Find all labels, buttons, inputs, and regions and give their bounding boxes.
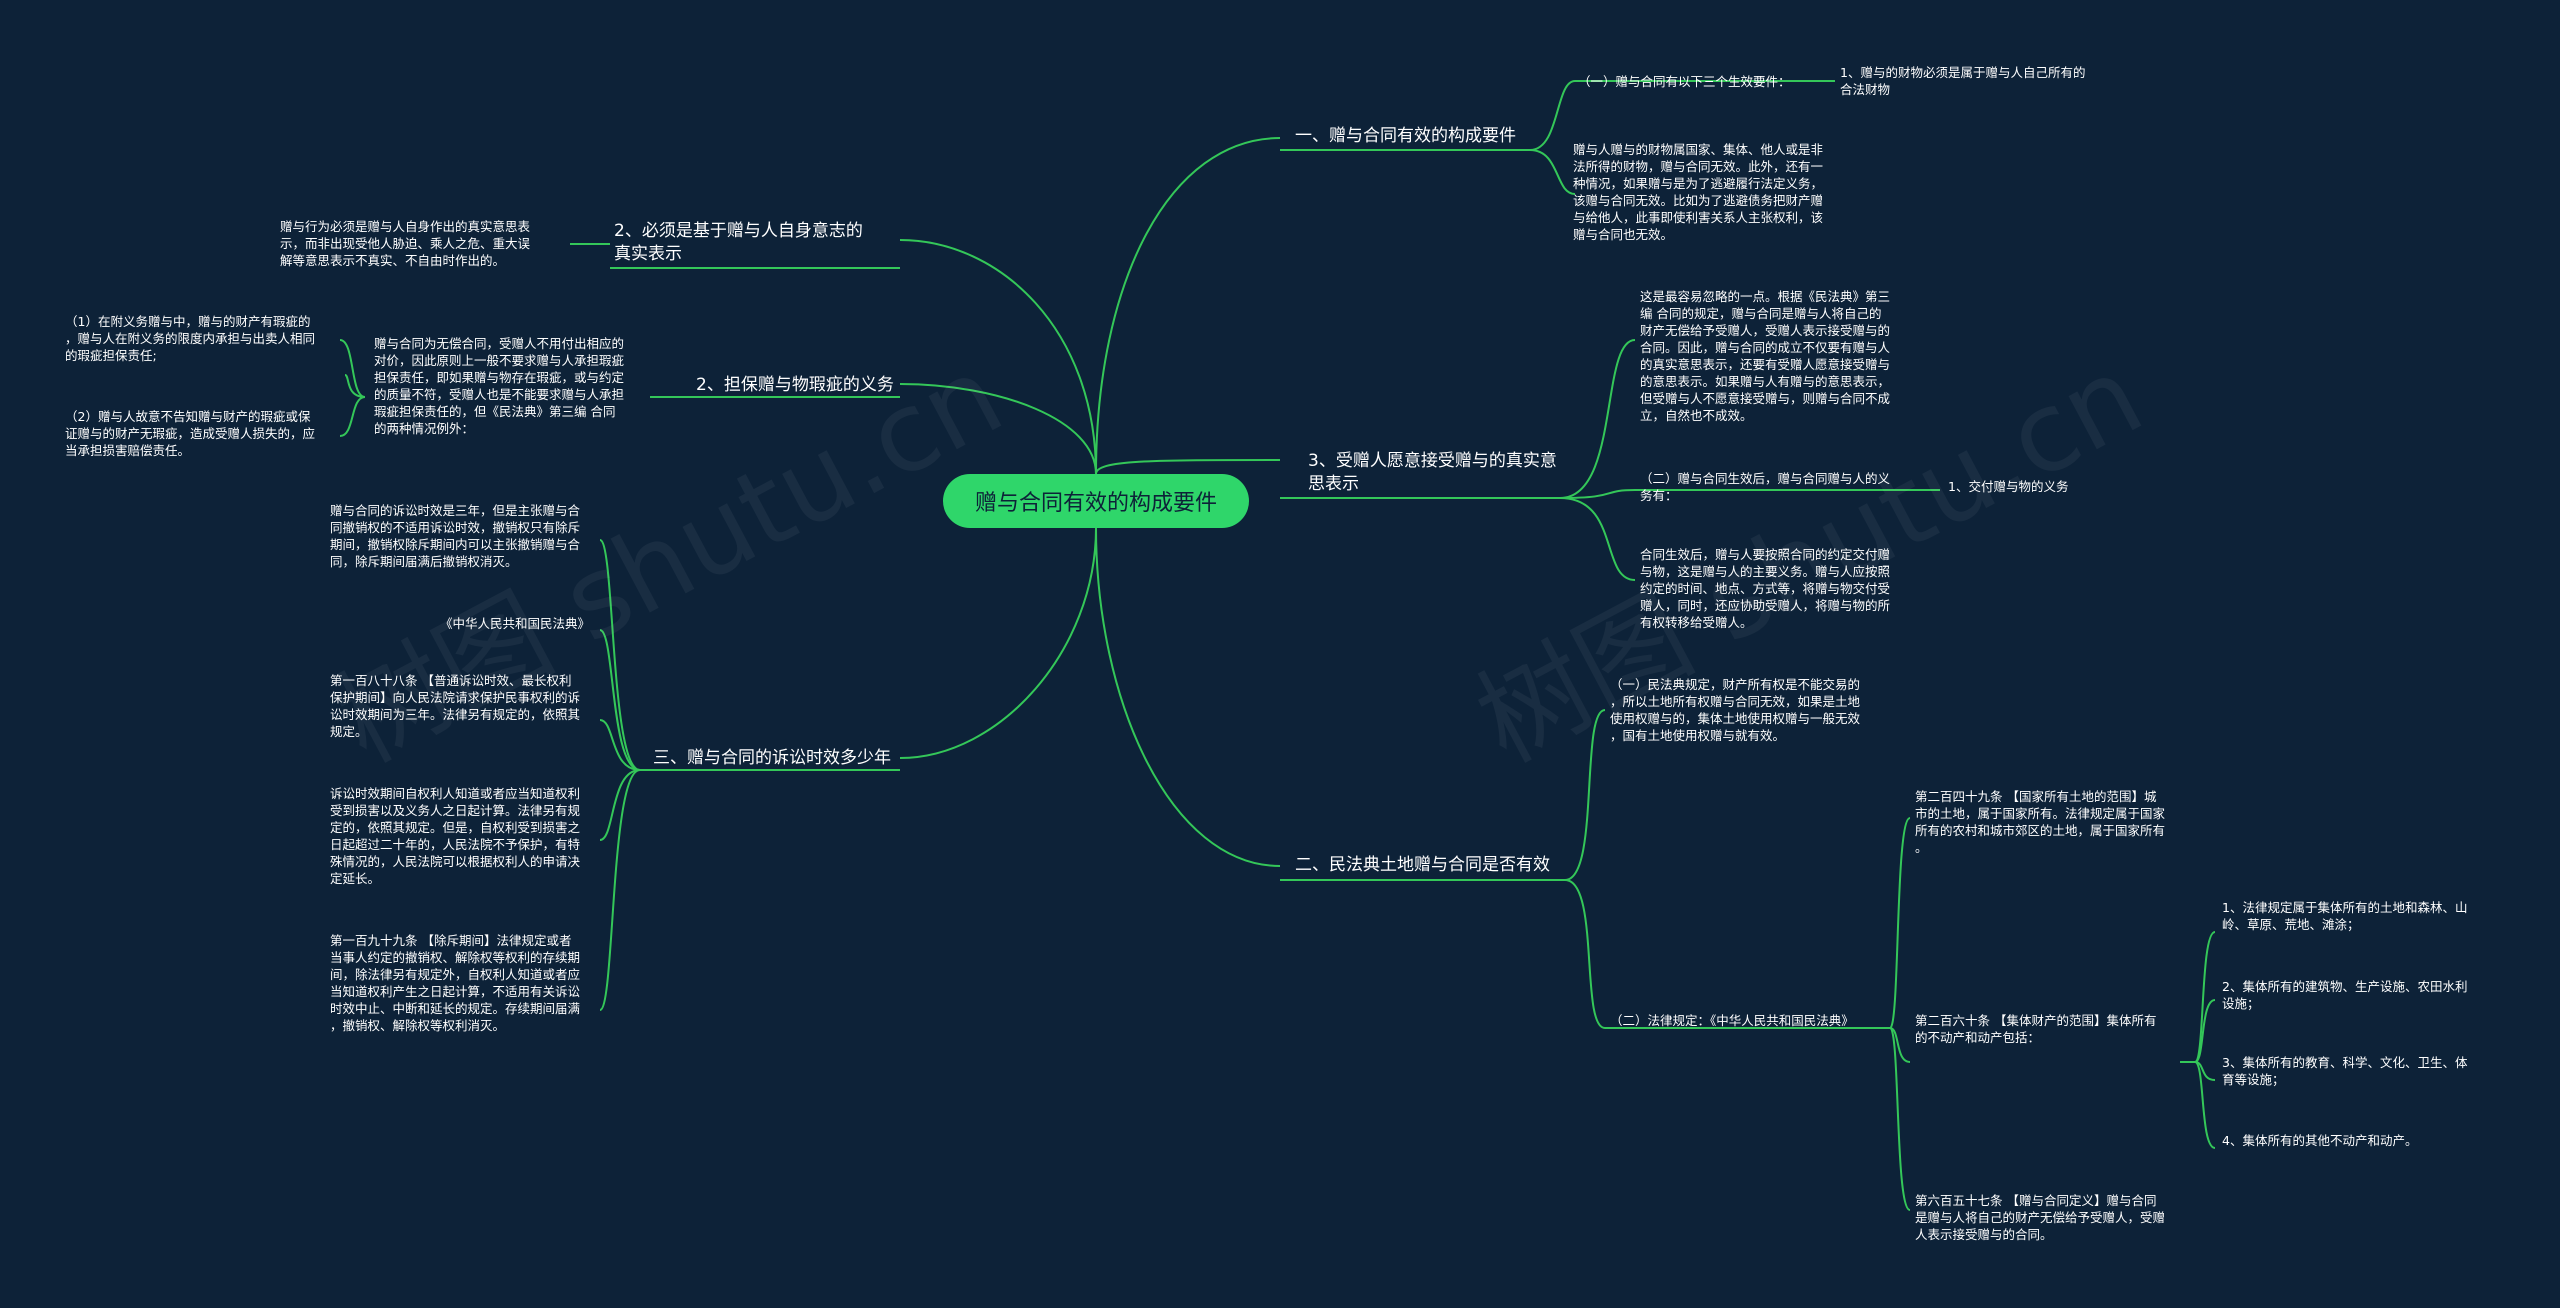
r3-law-260-item-1[interactable]: 1、法律规定属于集体所有的土地和森林、山 岭、草原、荒地、滩涂； xyxy=(2222,900,2468,932)
l2-exception-1[interactable]: （1）在附义务赠与中，赠与的财产有瑕疵的 ，赠与人在附义务的限度内承担与出卖人相… xyxy=(65,314,316,363)
branch-l2-label[interactable]: 2、担保赠与物瑕疵的义务 xyxy=(696,375,894,395)
branch-r1-label[interactable]: 一、赠与合同有效的构成要件 xyxy=(1295,126,1516,146)
l2-child-1[interactable]: 赠与合同为无偿合同，受赠人不用付出相应的 对价，因此原则上一般不要求赠与人承担瑕… xyxy=(374,336,625,436)
r1-child-2[interactable]: 赠与人赠与的财物属国家、集体、他人或是非 法所得的财物，赠与合同无效。此外，还有… xyxy=(1573,142,1824,242)
l3-child-1[interactable]: 赠与合同的诉讼时效是三年，但是主张赠与合 同撤销权的不适用诉讼时效，撤销权只有除… xyxy=(330,503,581,569)
l3-child-5[interactable]: 第一百九十九条 【除斥期间】法律规定或者 当事人约定的撤销权、解除权等权利的存续… xyxy=(330,933,581,1033)
l3-child-4[interactable]: 诉讼时效期间自权利人知道或者应当知道权利 受到损害以及义务人之日起计算。法律另有… xyxy=(330,786,581,886)
branch-l1-label[interactable]: 2、必须是基于赠与人自身意志的 真实表示 xyxy=(614,221,863,264)
r2-child-1[interactable]: 这是最容易忽略的一点。根据《民法典》第三 编 合同的规定，赠与合同是赠与人将自己… xyxy=(1640,289,1891,423)
l3-child-3[interactable]: 第一百八十八条 【普通诉讼时效、最长权利 保护期间】向人民法院请求保护民事权利的… xyxy=(330,673,581,739)
r2-child-2[interactable]: （二）赠与合同生效后，赠与合同赠与人的义 务有： xyxy=(1640,471,1891,503)
r1-child-1[interactable]: （一）赠与合同有以下三个生效要件： xyxy=(1578,74,1791,89)
root-node[interactable]: 赠与合同有效的构成要件 xyxy=(943,474,1249,528)
r2-child-3[interactable]: 合同生效后，赠与人要按照合同的约定交付赠 与物，这是赠与人的主要义务。赠与人应按… xyxy=(1640,547,1891,630)
r2-child-2-1[interactable]: 1、交付赠与物的义务 xyxy=(1948,479,2069,494)
r1-child-1-1[interactable]: 1、赠与的财物必须是属于赠与人自己所有的 合法财物 xyxy=(1840,65,2086,97)
l2-exception-2[interactable]: （2）赠与人故意不告知赠与财产的瑕疵或保 证赠与的财产无瑕疵，造成受赠人损失的，… xyxy=(65,409,316,458)
branch-r3-label[interactable]: 二、民法典土地赠与合同是否有效 xyxy=(1295,855,1550,875)
r3-law-260-item-4[interactable]: 4、集体所有的其他不动产和动产。 xyxy=(2222,1133,2418,1148)
r3-law-260-item-2[interactable]: 2、集体所有的建筑物、生产设施、农田水利 设施； xyxy=(2222,979,2468,1011)
branch-r2-label[interactable]: 3、受赠人愿意接受赠与的真实意 思表示 xyxy=(1308,451,1557,494)
l1-child-1[interactable]: 赠与行为必须是赠与人自身作出的真实意思表 示，而非出现受他人胁迫、乘人之危、重大… xyxy=(280,219,531,268)
r3-child-2[interactable]: （二）法律规定：《中华人民共和国民法典》 xyxy=(1610,1013,1854,1028)
r3-law-249[interactable]: 第二百四十九条 【国家所有土地的范围】城 市的土地，属于国家所有。法律规定属于国… xyxy=(1915,789,2166,855)
r3-law-657[interactable]: 第六百五十七条 【赠与合同定义】赠与合同 是赠与人将自己的财产无偿给予受赠人，受… xyxy=(1915,1193,2166,1242)
branch-l3-label[interactable]: 三、赠与合同的诉讼时效多少年 xyxy=(653,748,891,768)
r3-child-1[interactable]: （一）民法典规定，财产所有权是不能交易的 ，所以土地所有权赠与合同无效，如果是土… xyxy=(1610,677,1861,743)
r3-law-260-item-3[interactable]: 3、集体所有的教育、科学、文化、卫生、体 育等设施； xyxy=(2222,1055,2468,1087)
r3-law-260[interactable]: 第二百六十条 【集体财产的范围】集体所有 的不动产和动产包括： xyxy=(1915,1013,2157,1045)
l3-child-2[interactable]: 《中华人民共和国民法典》 xyxy=(440,616,591,631)
